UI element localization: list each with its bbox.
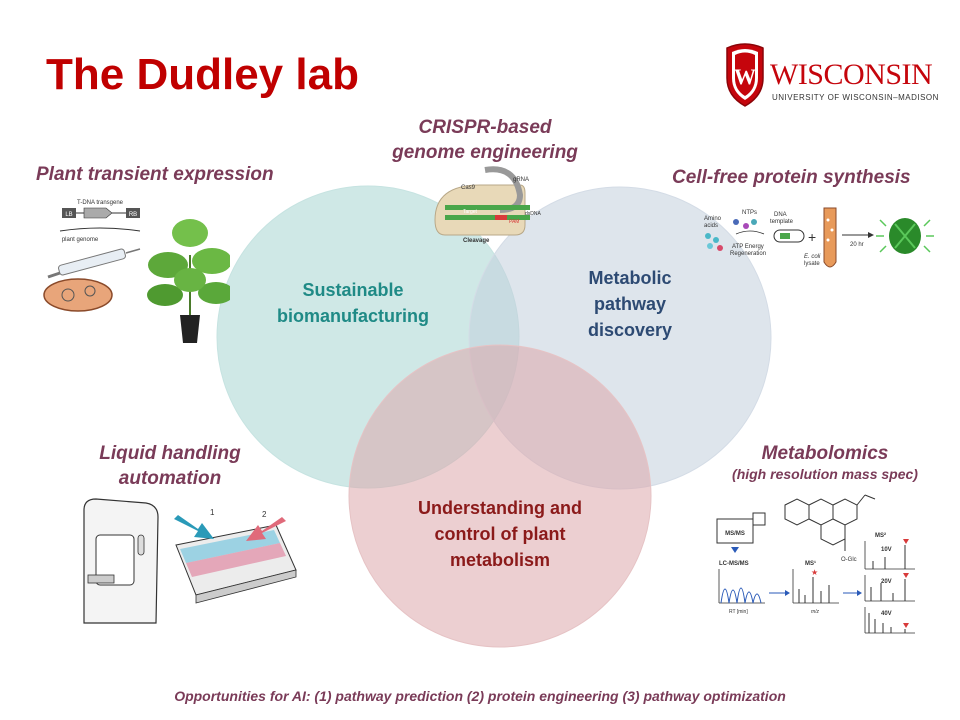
lb-text: LB bbox=[65, 212, 72, 218]
atp2-text: Regeneration bbox=[730, 251, 766, 257]
lcmsms-text: LC-MS/MS bbox=[719, 561, 749, 567]
liquid-line2: automation bbox=[118, 468, 222, 489]
atp1-text: ATP Energy bbox=[732, 244, 764, 250]
ecoli1-text: E. coli bbox=[804, 254, 821, 260]
plant-expression-figure: LB RB T-DNA transgene plant genome bbox=[43, 200, 230, 343]
label-metabolomics-subtitle: (high resolution mass spec) bbox=[732, 466, 918, 482]
microplate-icon bbox=[175, 524, 297, 604]
venn-label-pathway-discovery: Metabolic pathway discovery bbox=[555, 265, 705, 343]
venn1-line1: Sustainable bbox=[302, 280, 404, 300]
dsdna-text: dsDNA bbox=[525, 211, 542, 217]
venn-circle-plant-metabolism bbox=[348, 344, 652, 648]
time-text: 20 hr bbox=[850, 242, 864, 248]
logo-subtitle: UNIVERSITY OF WISCONSIN–MADISON bbox=[772, 93, 939, 102]
molecule-structure-icon bbox=[784, 494, 876, 551]
glc-text: O-Glc bbox=[841, 557, 857, 563]
cell-free-figure: Amino acids NTPs ATP Energy Regeneration… bbox=[704, 207, 934, 268]
rt-text: RT [min] bbox=[729, 609, 748, 615]
venn3-line1: Understanding and bbox=[417, 498, 582, 518]
liquid-handling-figure: 1 2 bbox=[83, 498, 297, 624]
v20-text: 20V bbox=[881, 579, 892, 585]
venn3-line3: metabolism bbox=[449, 550, 551, 570]
v40-text: 40V bbox=[881, 611, 892, 617]
venn-label-biomanufacturing: Sustainable biomanufacturing bbox=[258, 277, 448, 329]
dna2-text: template bbox=[770, 219, 794, 225]
gfp-protein-icon bbox=[876, 218, 934, 254]
arrow-blue-icon bbox=[174, 515, 214, 539]
venn2-line2: pathway bbox=[593, 294, 667, 314]
label-liquid-handling: Liquid handling automation bbox=[80, 441, 260, 491]
label-cell-free: Cell-free protein synthesis bbox=[672, 167, 911, 188]
amino-text: Amino bbox=[704, 216, 722, 222]
ntps-text: NTPs bbox=[742, 210, 757, 216]
rb-box bbox=[126, 208, 140, 218]
plus-text: + bbox=[808, 229, 816, 245]
venn1-line2: biomanufacturing bbox=[277, 306, 429, 326]
arrow-pink-icon bbox=[246, 517, 286, 541]
grna-text: gRNA bbox=[513, 177, 529, 183]
crest-letter: W bbox=[734, 64, 756, 89]
rb-text: RB bbox=[129, 212, 137, 218]
footer-ai-opportunities: Opportunities for AI: (1) pathway predic… bbox=[174, 688, 786, 704]
label-crispr: CRISPR-based genome engineering bbox=[360, 115, 610, 165]
venn3-line2: control of plant bbox=[434, 524, 566, 544]
cleavage-text: Cleavage bbox=[463, 238, 490, 244]
tdna-construct-diagram: LB RB T-DNA transgene plant genome bbox=[59, 200, 141, 243]
step1-text: 1 bbox=[210, 508, 215, 517]
agrobacterium-cell-icon bbox=[43, 278, 113, 312]
lb-box bbox=[62, 208, 76, 218]
crispr-line2: genome engineering bbox=[392, 142, 578, 163]
cas9-text: Cas9 bbox=[461, 185, 476, 191]
acids-text: acids bbox=[704, 223, 718, 229]
target-text: Target bbox=[463, 209, 478, 215]
dna1-text: DNA bbox=[774, 212, 787, 218]
liquid-line1: Liquid handling bbox=[99, 443, 241, 464]
ms2-text: MS² bbox=[875, 532, 886, 539]
venn2-line3: discovery bbox=[587, 320, 673, 340]
label-metabolomics: Metabolomics bbox=[761, 443, 889, 464]
venn2-line1: Metabolic bbox=[588, 268, 672, 288]
page-title: The Dudley lab bbox=[46, 50, 359, 99]
transgene-text: T-DNA transgene bbox=[77, 200, 124, 206]
crispr-line1: CRISPR-based bbox=[418, 117, 552, 138]
pam-text: PAM bbox=[509, 219, 519, 225]
liquid-handler-icon bbox=[83, 498, 159, 624]
step2-text: 2 bbox=[262, 510, 267, 519]
logo-wordmark: WISCONSIN bbox=[770, 58, 933, 91]
v10-text: 10V bbox=[881, 547, 892, 553]
venn-label-plant-metabolism: Understanding and control of plant metab… bbox=[390, 495, 610, 573]
genome-text: plant genome bbox=[62, 237, 99, 243]
msms-text: MS/MS bbox=[725, 531, 745, 537]
ms1-text: MS¹ bbox=[805, 560, 816, 567]
plant-icon bbox=[147, 219, 230, 343]
mz-text: m/z bbox=[811, 609, 820, 615]
syringe-icon bbox=[47, 248, 141, 279]
metabolomics-figure: O-Glc MS/MS LC-MS/MS RT [min] MS¹ ★ m/z … bbox=[716, 494, 915, 634]
ecoli2-text: lysate bbox=[804, 261, 820, 267]
crispr-figure: Cas9 gRNA Target PAM dsDNA Cleavage bbox=[434, 166, 542, 244]
star-icon: ★ bbox=[811, 568, 818, 577]
label-plant-expression: Plant transient expression bbox=[36, 164, 274, 185]
uw-crest-icon: W bbox=[726, 43, 764, 107]
